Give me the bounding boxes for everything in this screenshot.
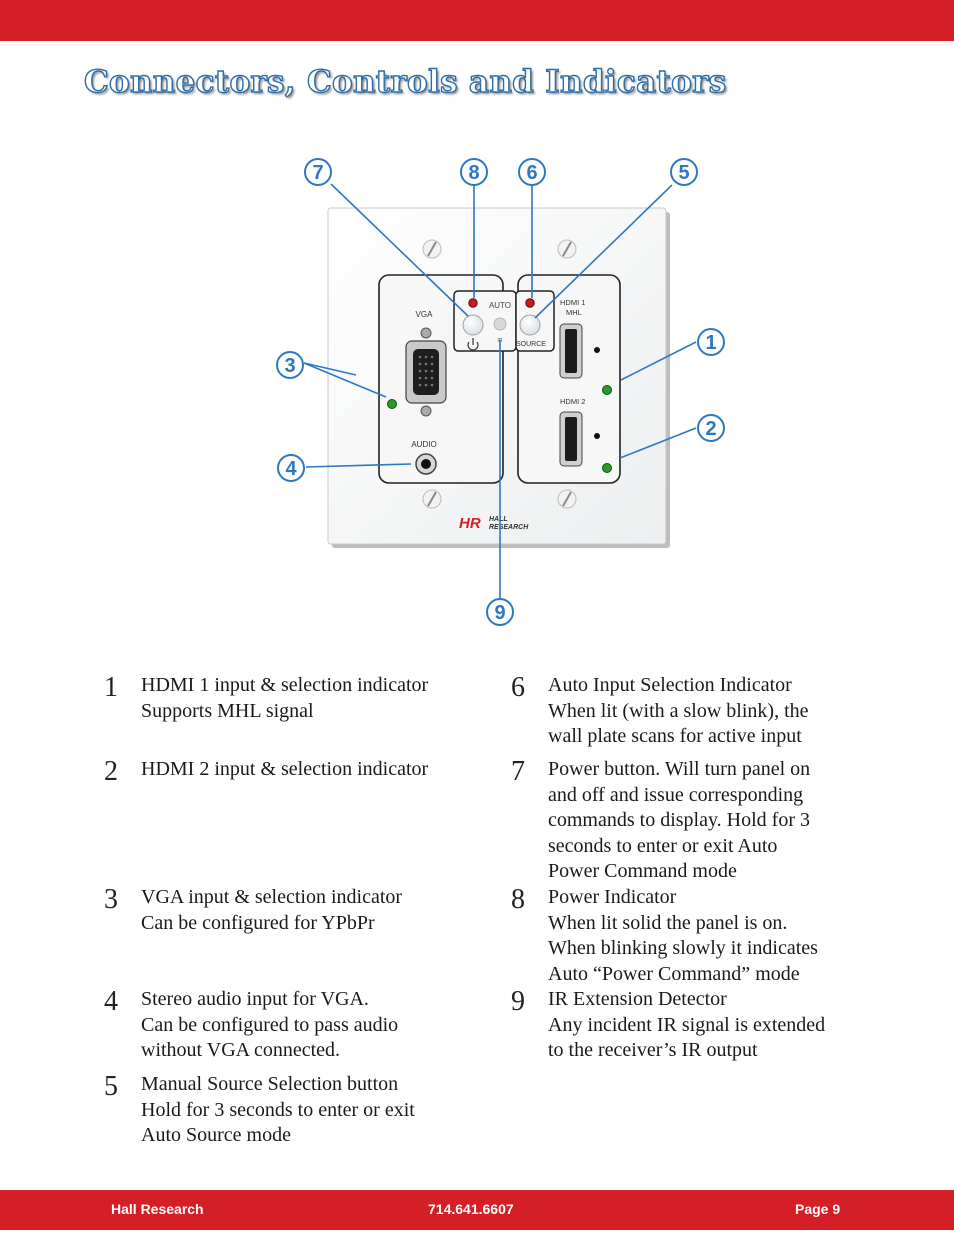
vga-port	[405, 327, 447, 417]
screw-icon	[557, 489, 577, 509]
source-label: SOURCE	[516, 341, 546, 348]
svg-text:1: 1	[705, 332, 716, 354]
vga-label: VGA	[416, 310, 434, 319]
svg-text:HALL: HALL	[489, 516, 508, 523]
callout-9: 9	[486, 598, 514, 626]
legend-number: 6	[511, 672, 525, 703]
legend-number: 2	[104, 756, 118, 787]
callout-6: 6	[518, 158, 546, 186]
power-icon	[467, 338, 479, 351]
legend-number: 1	[104, 672, 118, 703]
footer-bar: Hall Research 714.641.6607 Page 9	[0, 1190, 954, 1230]
svg-text:2: 2	[705, 418, 716, 440]
svg-text:8: 8	[468, 162, 479, 184]
hdmi1-label: HDMI 1	[560, 298, 585, 307]
hall-research-logo: HR HALL RESEARCH	[459, 515, 529, 532]
callout-8: 8	[460, 158, 488, 186]
mhl-label: MHL	[566, 308, 582, 317]
screw-icon	[422, 239, 442, 259]
svg-text:7: 7	[312, 162, 323, 184]
hdmi2-label: HDMI 2	[560, 397, 585, 406]
hdmi2-hole	[594, 433, 600, 439]
callout-3: 3	[276, 351, 304, 379]
callout-leader-lines	[303, 183, 697, 603]
footer-page-number: Page 9	[795, 1201, 841, 1217]
ir-sensor	[493, 317, 507, 331]
header-bar	[0, 0, 954, 41]
legend-number: 5	[104, 1071, 118, 1102]
screw-icon	[557, 239, 577, 259]
legend-number: 3	[104, 884, 118, 915]
hdmi1-hole	[594, 347, 600, 353]
svg-text:5: 5	[678, 162, 689, 184]
footer-phone: 714.641.6607	[428, 1201, 514, 1217]
callout-4: 4	[277, 454, 305, 482]
hdmi2-indicator-led	[602, 463, 612, 473]
vga-indicator-led	[387, 399, 397, 409]
svg-text:6: 6	[526, 162, 537, 184]
wall-plate-figure: VGA AUDIO AUTO IR SOURCE HDMI 1 MHL	[256, 128, 748, 656]
hdmi1-port	[559, 323, 583, 379]
svg-text:RESEARCH: RESEARCH	[489, 524, 529, 531]
audio-label: AUDIO	[411, 440, 436, 449]
svg-text:4: 4	[285, 458, 297, 480]
callout-2: 2	[697, 414, 725, 442]
audio-jack	[415, 453, 437, 475]
power-button	[462, 314, 484, 336]
hdmi1-indicator-led	[602, 385, 612, 395]
legend-description: Stereo audio input for VGA.Can be config…	[141, 988, 399, 1061]
auto-label: AUTO	[489, 301, 511, 310]
hdmi2-port	[559, 411, 583, 467]
source-button	[519, 314, 541, 336]
screw-icon	[422, 489, 442, 509]
auto-led	[525, 298, 535, 308]
legend-description: HDMI 2 input & selection indicator	[141, 758, 429, 780]
svg-text:HR: HR	[459, 515, 481, 532]
callout-5: 5	[670, 158, 698, 186]
legend-number: 9	[511, 986, 525, 1017]
callout-1: 1	[697, 328, 725, 356]
legend-number: 8	[511, 884, 525, 915]
svg-text:3: 3	[284, 355, 295, 377]
page-title: Connectors, Controls and Indicators	[83, 63, 727, 100]
power-led	[468, 298, 478, 308]
footer-company: Hall Research	[111, 1201, 204, 1217]
legend-number: 4	[104, 986, 118, 1017]
callout-7: 7	[304, 158, 332, 186]
svg-text:9: 9	[494, 602, 505, 624]
legend-number: 7	[511, 756, 525, 787]
